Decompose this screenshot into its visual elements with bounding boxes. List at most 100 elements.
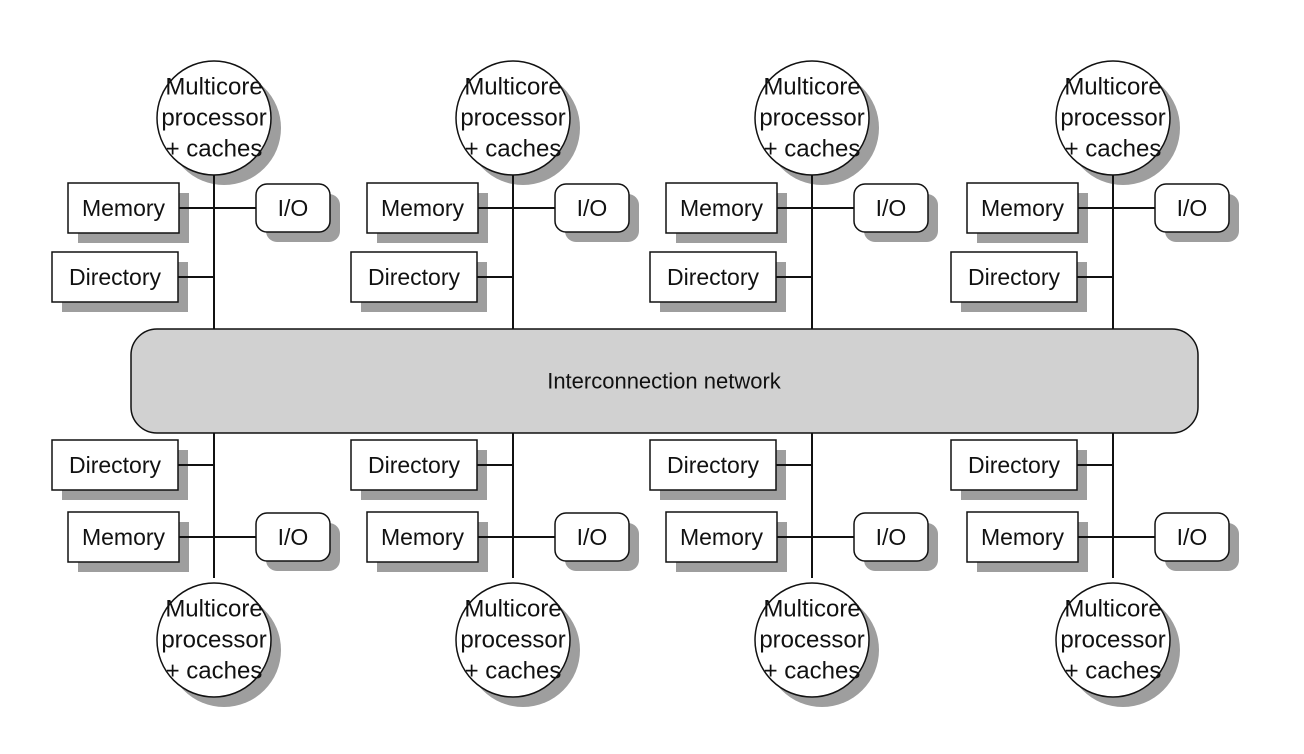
bus-lines bbox=[178, 175, 1155, 578]
io-label: I/O bbox=[876, 195, 907, 221]
memory-box bbox=[665, 511, 778, 563]
interconnection-network-shape bbox=[130, 328, 1199, 434]
directory-node-bottom-2: Directory bbox=[350, 439, 478, 491]
processor-circle bbox=[156, 60, 272, 176]
processor-label: processor bbox=[161, 105, 266, 132]
io-node-top-1: I/O bbox=[255, 183, 331, 233]
processor-label: Multicore bbox=[1064, 74, 1161, 101]
io-label: I/O bbox=[1177, 524, 1208, 550]
processor-label: processor bbox=[1060, 627, 1165, 654]
interconnection-network-label: Interconnection network bbox=[547, 369, 782, 394]
processor-circle bbox=[754, 60, 870, 176]
processor-label: + caches bbox=[1065, 658, 1162, 685]
io-box bbox=[255, 183, 331, 233]
io-node-bottom-1: I/O bbox=[255, 512, 331, 562]
directory-box bbox=[649, 439, 777, 491]
memory-box bbox=[67, 511, 180, 563]
io-box bbox=[853, 183, 929, 233]
processor-label: + caches bbox=[764, 658, 861, 685]
memory-label: Memory bbox=[82, 524, 166, 550]
io-node-top-3: I/O bbox=[853, 183, 929, 233]
processor-circle bbox=[1055, 582, 1171, 698]
directory-label: Directory bbox=[69, 264, 162, 290]
directory-box bbox=[51, 251, 179, 303]
memory-label: Memory bbox=[381, 195, 465, 221]
memory-node-top-3: Memory bbox=[665, 182, 778, 234]
directory-node-bottom-1: Directory bbox=[51, 439, 179, 491]
directory-label: Directory bbox=[368, 264, 461, 290]
io-node-bottom-4: I/O bbox=[1154, 512, 1230, 562]
io-label: I/O bbox=[278, 195, 309, 221]
directory-label: Directory bbox=[667, 264, 760, 290]
io-node-bottom-2: I/O bbox=[554, 512, 630, 562]
io-box bbox=[554, 183, 630, 233]
processor-circle bbox=[156, 582, 272, 698]
io-node-top-2: I/O bbox=[554, 183, 630, 233]
io-label: I/O bbox=[577, 195, 608, 221]
processor-node-bottom-1: Multicore processor + caches bbox=[156, 582, 272, 698]
processor-label: + caches bbox=[764, 136, 861, 163]
io-node-top-4: I/O bbox=[1154, 183, 1230, 233]
io-box bbox=[853, 512, 929, 562]
directory-node-bottom-3: Directory bbox=[649, 439, 777, 491]
directory-box bbox=[350, 439, 478, 491]
processor-label: Multicore bbox=[464, 74, 561, 101]
memory-label: Memory bbox=[680, 524, 764, 550]
io-box bbox=[255, 512, 331, 562]
memory-box bbox=[966, 182, 1079, 234]
directory-box bbox=[950, 439, 1078, 491]
io-label: I/O bbox=[876, 524, 907, 550]
memory-box bbox=[665, 182, 778, 234]
processor-label: processor bbox=[460, 105, 565, 132]
processor-label: Multicore bbox=[165, 596, 262, 623]
processor-label: + caches bbox=[166, 658, 263, 685]
io-label: I/O bbox=[1177, 195, 1208, 221]
directory-node-top-1: Directory bbox=[51, 251, 179, 303]
io-label: I/O bbox=[278, 524, 309, 550]
io-box bbox=[1154, 512, 1230, 562]
directory-node-bottom-4: Directory bbox=[950, 439, 1078, 491]
processor-circle bbox=[1055, 60, 1171, 176]
processor-node-top-2: Multicore processor + caches bbox=[455, 60, 571, 176]
processor-label: + caches bbox=[465, 136, 562, 163]
directory-node-top-3: Directory bbox=[649, 251, 777, 303]
processor-circle bbox=[455, 582, 571, 698]
directory-label: Directory bbox=[667, 452, 760, 478]
memory-label: Memory bbox=[381, 524, 465, 550]
memory-label: Memory bbox=[680, 195, 764, 221]
memory-label: Memory bbox=[82, 195, 166, 221]
processor-label: processor bbox=[460, 627, 565, 654]
processor-label: Multicore bbox=[1064, 596, 1161, 623]
memory-label: Memory bbox=[981, 524, 1065, 550]
directory-node-top-2: Directory bbox=[350, 251, 478, 303]
memory-node-bottom-3: Memory bbox=[665, 511, 778, 563]
directory-node-top-4: Directory bbox=[950, 251, 1078, 303]
processor-label: + caches bbox=[1065, 136, 1162, 163]
directory-label: Directory bbox=[968, 452, 1061, 478]
processor-circle bbox=[455, 60, 571, 176]
processor-label: + caches bbox=[166, 136, 263, 163]
memory-box bbox=[966, 511, 1079, 563]
processor-node-bottom-4: Multicore processor + caches bbox=[1055, 582, 1171, 698]
processor-label: processor bbox=[161, 627, 266, 654]
directory-box bbox=[350, 251, 478, 303]
memory-node-top-1: Memory bbox=[67, 182, 180, 234]
io-box bbox=[1154, 183, 1230, 233]
processor-label: Multicore bbox=[464, 596, 561, 623]
memory-node-bottom-4: Memory bbox=[966, 511, 1079, 563]
directory-box bbox=[51, 439, 179, 491]
io-node-bottom-3: I/O bbox=[853, 512, 929, 562]
memory-box bbox=[366, 511, 479, 563]
directory-label: Directory bbox=[968, 264, 1061, 290]
processor-label: processor bbox=[759, 105, 864, 132]
memory-box bbox=[366, 182, 479, 234]
interconnection-network: Interconnection network bbox=[130, 328, 1199, 434]
processor-label: Multicore bbox=[763, 596, 860, 623]
